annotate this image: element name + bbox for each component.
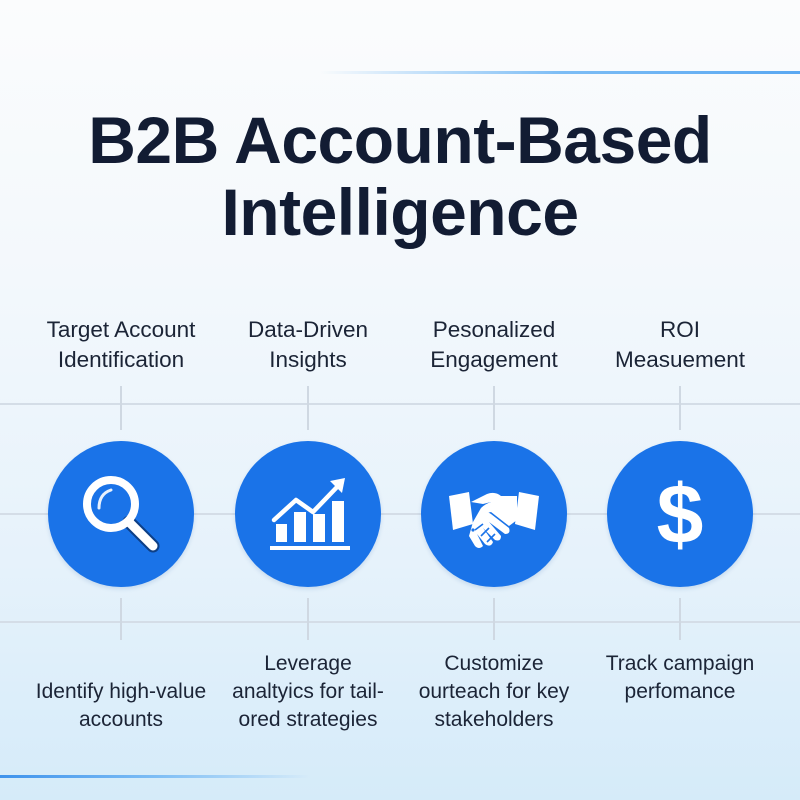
column-title-line: Data-Driven <box>247 317 369 342</box>
column-desc-personalized: Customize ourteach for key stakeholders <box>394 650 594 734</box>
column-title-line: ROI <box>659 317 700 342</box>
column-desc-line: Leverage <box>264 652 352 675</box>
column-desc-roi: Track campaign perfomance <box>580 650 780 706</box>
column-desc-line: ourteach for key <box>418 680 570 703</box>
grid-line-top <box>0 403 800 405</box>
column-desc-line: ored strategies <box>238 708 378 731</box>
column-desc-line: Customize <box>444 652 544 675</box>
roi-badge: $ <box>607 441 753 587</box>
column-title-line: Pesonalized <box>432 317 556 342</box>
column-title-line: Engagement <box>430 347 558 372</box>
handshake-icon <box>449 492 539 548</box>
page-title: B2B Account-Based Intelligence <box>0 104 800 248</box>
bottom-accent-line <box>0 775 310 778</box>
connector-bottom-1 <box>120 598 122 640</box>
column-desc-line <box>21 650 221 678</box>
column-title-target-account: Target Account Identification <box>21 315 221 375</box>
connector-top-4 <box>679 386 681 430</box>
column-title-line: Target Account <box>46 317 196 342</box>
column-desc-line: Identify high-value <box>35 680 207 703</box>
dollar-sign-icon: $ <box>656 467 704 561</box>
column-desc-line: stakeholders <box>434 708 554 731</box>
column-desc-line: Track campaign <box>605 652 755 675</box>
column-desc-target-account: Identify high-value accounts <box>21 650 221 734</box>
column-title-roi: ROI Measuement <box>580 315 780 375</box>
column-title-line: Insights <box>269 347 347 372</box>
connector-bottom-3 <box>493 598 495 640</box>
column-title-personalized: Pesonalized Engagement <box>394 315 594 375</box>
connector-top-2 <box>307 386 309 430</box>
column-title-data-driven: Data-Driven Insights <box>208 315 408 375</box>
connector-bottom-2 <box>307 598 309 640</box>
connector-top-1 <box>120 386 122 430</box>
title-line-2: Intelligence <box>221 175 579 249</box>
top-accent-line <box>320 71 800 74</box>
connector-bottom-4 <box>679 598 681 640</box>
data-driven-badge <box>235 441 381 587</box>
grid-line-middle <box>0 513 800 515</box>
personalized-badge <box>421 441 567 587</box>
column-title-line: Identification <box>57 347 185 372</box>
bar-chart-trend-icon <box>270 478 350 550</box>
column-desc-line: accounts <box>78 708 164 731</box>
column-desc-data-driven: Leverage analtyics for tail- ored strate… <box>208 650 408 734</box>
connector-top-3 <box>493 386 495 430</box>
column-desc-line: perfomance <box>624 680 736 703</box>
column-title-line: Measuement <box>614 347 746 372</box>
target-account-badge <box>48 441 194 587</box>
magnifying-glass-icon <box>83 476 160 553</box>
title-line-1: B2B Account-Based <box>88 103 712 177</box>
grid-line-bottom <box>0 621 800 623</box>
column-desc-line: analtyics for tail- <box>232 680 384 703</box>
